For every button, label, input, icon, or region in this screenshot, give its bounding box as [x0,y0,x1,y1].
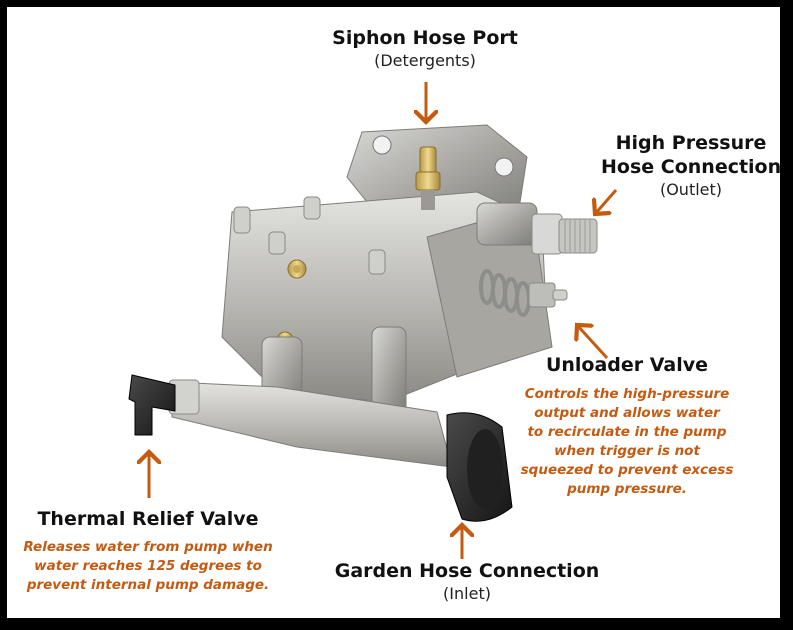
callout-unloader-valve: Unloader Valve Controls the high-pressur… [512,353,742,499]
callout-description-line: to recirculate in the pump [527,424,727,440]
callout-description-line: pump pressure. [567,481,687,497]
callout-description-line: squeezed to prevent excess [520,462,734,478]
callout-title-line-1: High Pressure [615,132,767,154]
callout-title-line-2: Hose Connection [601,156,780,178]
callout-description-line: Controls the high-pressure [524,386,730,402]
callout-description-line: water reaches 125 degrees to [34,558,262,574]
callout-description-line: output and allows water [534,405,720,421]
callout-description-line: when trigger is not [554,443,700,459]
callout-title: Garden Hose Connection [334,560,600,582]
callout-title: Siphon Hose Port [332,27,518,49]
pump-illustration [128,124,598,522]
callout-description-line: prevent internal pump damage. [26,577,270,593]
callout-title: Thermal Relief Valve [37,508,259,530]
callout-description-line: Releases water from pump when [23,539,273,555]
arrow-high-pressure [595,189,618,214]
callout-title: Unloader Valve [545,354,709,376]
callout-high-pressure-hose: High Pressure Hose Connection (Outlet) [601,131,780,201]
callout-arrows [7,82,618,559]
callout-subtitle: (Detergents) [374,51,476,70]
callout-subtitle: (Outlet) [659,180,723,199]
pump-body [128,124,598,522]
arrow-unloader [577,325,609,360]
callout-subtitle: (Inlet) [443,584,491,603]
callout-garden-hose-connection: Garden Hose Connection (Inlet) [327,559,607,605]
callout-thermal-relief-valve: Thermal Relief Valve Releases water from… [13,507,283,595]
callout-siphon-hose-port: Siphon Hose Port (Detergents) [325,26,525,72]
diagram-frame: Siphon Hose Port (Detergents) High Press… [7,7,780,618]
